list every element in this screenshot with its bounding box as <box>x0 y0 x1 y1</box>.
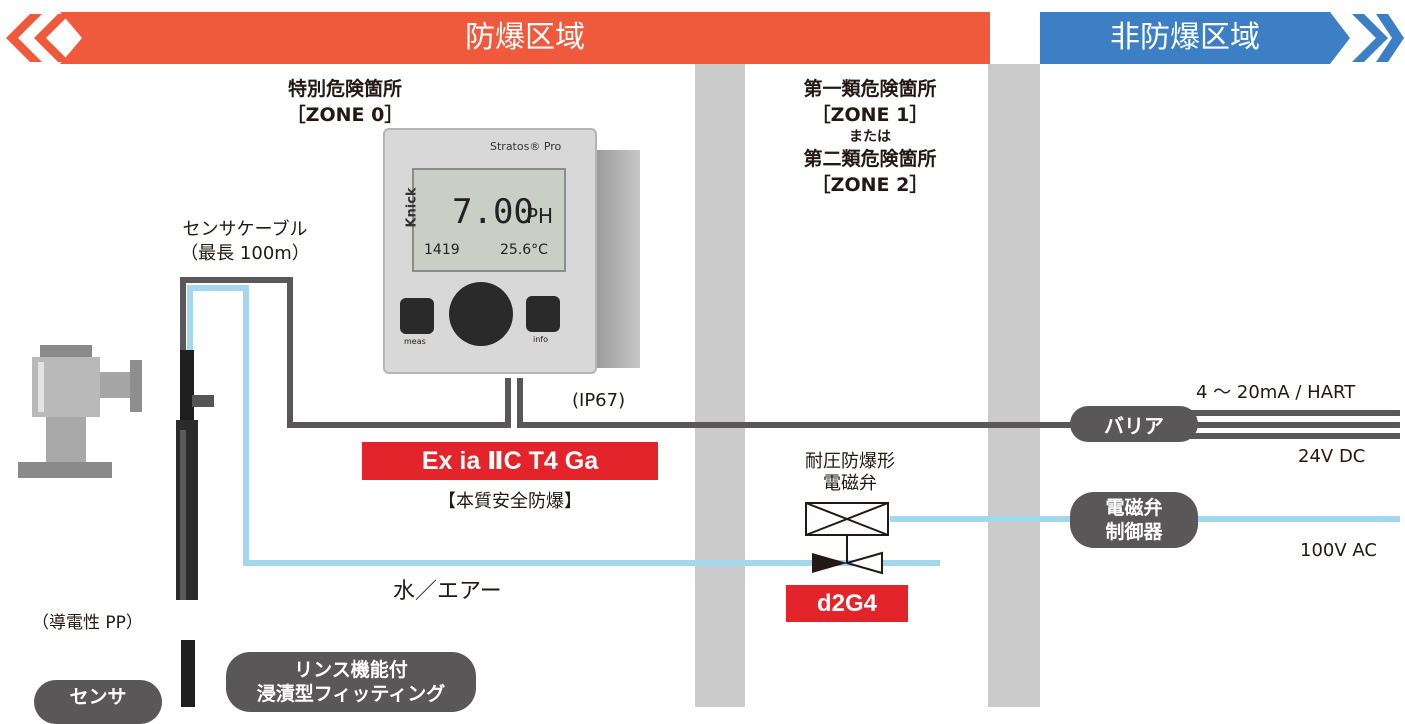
sensor-cable-title: センサケーブル <box>182 219 308 240</box>
fitting-flange-icon <box>18 345 142 478</box>
lcd-display: 7.00 PH 1419 25.6°C <box>412 168 566 272</box>
zone12-label: 第一類危険箇所 ［ZONE 1］ または 第二類危険箇所 ［ZONE 2］ <box>760 76 980 198</box>
valve-label: 耐圧防爆形 電磁弁 <box>770 451 930 495</box>
lcd-ph-value: 7.00 <box>452 192 534 232</box>
info-key[interactable] <box>526 296 560 332</box>
safe-banner-bg <box>1040 12 1404 64</box>
ex-rating-badge: Ex ia ⅡC T4 Ga <box>362 442 658 480</box>
sensor-probe-icon <box>176 350 214 707</box>
conductive-pp-label: （導電性 PP） <box>32 613 143 633</box>
meas-key-label: meas <box>404 337 426 346</box>
sensor-cable-label: センサケーブル （最長 100m） <box>160 218 330 266</box>
zone2-title: 第二類危険箇所 <box>803 148 937 170</box>
zone-divider-right <box>988 64 1040 707</box>
sensor-pill: センサ <box>34 680 162 724</box>
lcd-left-value: 1419 <box>424 242 460 258</box>
lcd-temperature: 25.6°C <box>500 242 548 258</box>
lcd-ph-unit: PH <box>526 204 554 228</box>
zone-divider-left <box>695 64 745 707</box>
info-key-label: info <box>533 335 549 344</box>
fitting-pill: リンス機能付浸漬型フィッティング <box>226 652 476 712</box>
fitting-line1: リンス機能付 <box>294 659 408 681</box>
hazardous-area-label: 防爆区域 <box>465 20 585 55</box>
valve-type: 耐圧防爆形 <box>805 451 895 472</box>
wiring-diagram <box>18 277 1400 707</box>
barrier-pill: バリア <box>1070 406 1198 442</box>
fitting-line2: 浸漬型フィッティング <box>256 683 446 705</box>
zone1-code: ［ZONE 1］ <box>811 104 929 126</box>
device-maker-label: Knick <box>404 187 420 228</box>
ip67-label: (IP67) <box>572 390 625 411</box>
zone0-code: ［ZONE 0］ <box>286 104 404 126</box>
solenoid-valve-icon <box>805 502 889 575</box>
arrow-left-icon <box>6 14 42 62</box>
sensor-cable-line <box>180 277 511 428</box>
dc-power-label: 24V DC <box>1298 446 1366 467</box>
hazardous-banner-bg <box>6 12 990 64</box>
zone-or-label: または <box>849 129 891 145</box>
valve-ex-badge: d2G4 <box>786 585 908 622</box>
hazardous-area-banner: 防爆区域 <box>0 12 990 64</box>
zone0-label: 特別危険箇所 ［ZONE 0］ <box>260 76 430 128</box>
hart-signal-label: 4 ～ 20mA / HART <box>1196 382 1356 403</box>
device-brand: Stratos® Pro <box>490 140 562 153</box>
zone2-code: ［ZONE 2］ <box>811 174 929 196</box>
arrow-right-icon <box>1352 14 1388 62</box>
water-air-label: 水／エアー <box>393 579 502 604</box>
controller-line2: 制御器 <box>1105 521 1163 543</box>
zone0-title: 特別危険箇所 <box>287 78 402 100</box>
controller-line1: 電磁弁 <box>1105 497 1163 519</box>
ac-power-label: 100V AC <box>1300 540 1377 561</box>
non-hazardous-area-banner: 非防爆区域 <box>1040 12 1405 64</box>
ex-rating-caption: 【本質安全防爆】 <box>438 491 582 512</box>
navigation-pad[interactable] <box>449 282 513 346</box>
meas-key[interactable] <box>400 298 434 334</box>
valve-controller-pill: 電磁弁制御器 <box>1070 492 1198 548</box>
water-air-line <box>187 285 940 566</box>
sensor-cable-length: （最長 100m） <box>180 243 310 264</box>
zone1-title: 第一類危険箇所 <box>803 78 937 100</box>
transmitter-side-fins <box>595 150 640 368</box>
valve-name: 電磁弁 <box>823 473 877 494</box>
non-hazardous-area-label: 非防爆区域 <box>1110 20 1260 55</box>
ip67-text: (IP67) <box>572 390 626 411</box>
